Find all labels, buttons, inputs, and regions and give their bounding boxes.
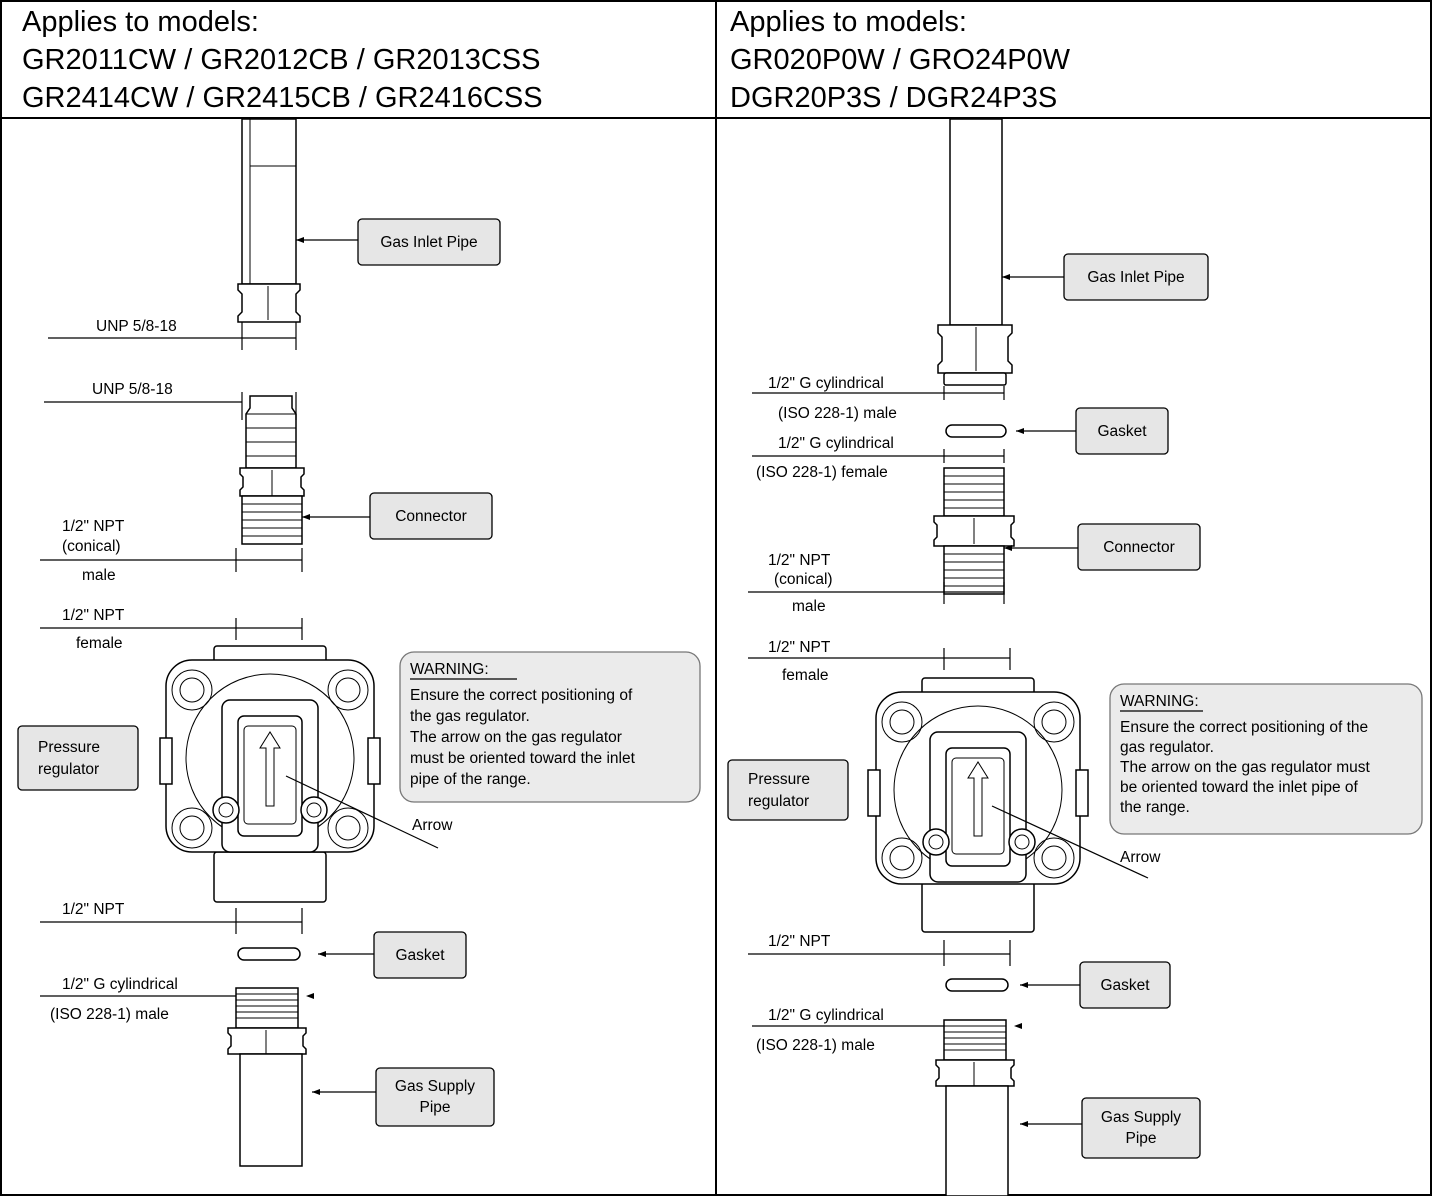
right-pressure-regulator-line1: Pressure — [748, 771, 810, 788]
left-header-line1: Applies to models: — [22, 6, 259, 38]
left-warning-line: must be oriented toward the inlet — [410, 750, 636, 767]
right-warning-box — [1109, 683, 1423, 835]
left-regulator — [159, 645, 381, 903]
left-gas-supply-pipe-label-box — [375, 1067, 495, 1127]
right-warning-title: WARNING: — [1120, 693, 1199, 710]
right-gcyl-top-line1: 1/2" G cylindrical — [768, 375, 884, 392]
left-arrow-label: Arrow — [412, 817, 453, 834]
left-gas-inlet-pipe-label: Gas Inlet Pipe — [380, 234, 477, 251]
left-pressure-regulator-line2: regulator — [38, 761, 99, 778]
left-warning-title: WARNING: — [410, 661, 489, 678]
right-gas-supply-pipe-line2: Pipe — [1125, 1130, 1156, 1147]
left-connector — [239, 395, 305, 545]
left-connector-label: Connector — [395, 508, 467, 525]
left-header-line2: GR2011CW / GR2012CB / GR2013CSS — [22, 44, 541, 76]
right-npt-male-line3: male — [792, 598, 826, 615]
right-gas-supply-pipe-line1: Gas Supply — [1101, 1109, 1181, 1126]
right-npt-bottom-label: 1/2" NPT — [768, 933, 831, 950]
left-gasket-label: Gasket — [395, 947, 445, 964]
left-gasket — [237, 947, 301, 961]
right-inlet-pipe — [937, 118, 1013, 386]
left-diagram: Gas Inlet Pipe UNP 5/8-18 UNP 5/8-18 — [17, 118, 701, 1167]
left-pressure-regulator-box — [17, 725, 139, 791]
left-unp-connector-label: UNP 5/8-18 — [92, 381, 173, 398]
left-npt-male-line1: 1/2" NPT — [62, 518, 125, 535]
right-supply-pipe — [935, 1019, 1015, 1196]
right-npt-male-line2: (conical) — [774, 571, 833, 588]
right-gcyl-line2: (ISO 228-1) male — [756, 1037, 875, 1054]
right-pressure-regulator-line2: regulator — [748, 793, 809, 810]
left-gas-inlet-pipe-label-box — [357, 218, 501, 266]
left-npt-male-line3: male — [82, 567, 116, 584]
right-gasket-top — [945, 424, 1007, 438]
right-connector-label: Connector — [1103, 539, 1175, 556]
right-header-line2: GR020P0W / GRO24P0W — [730, 44, 1071, 76]
left-warning-line: Ensure the correct positioning of — [410, 687, 633, 704]
right-gasket — [945, 978, 1009, 992]
right-warning-line: Ensure the correct positioning of the — [1120, 719, 1368, 736]
right-npt-male-line1: 1/2" NPT — [768, 552, 831, 569]
right-header-line1: Applies to models: — [730, 6, 967, 38]
left-gcyl-line1: 1/2" G cylindrical — [62, 976, 178, 993]
right-arrow-label: Arrow — [1120, 849, 1161, 866]
left-connector-label-box — [369, 492, 493, 540]
right-gas-supply-pipe-label-box — [1081, 1097, 1201, 1159]
left-npt-female-line1: 1/2" NPT — [62, 607, 125, 624]
left-gcyl-line2: (ISO 228-1) male — [50, 1006, 169, 1023]
right-gasket-label-box — [1079, 961, 1171, 1009]
left-warning-line: The arrow on the gas regulator — [410, 729, 622, 746]
right-warning-line: be oriented toward the inlet pipe of — [1120, 779, 1359, 796]
right-warning-line: gas regulator. — [1120, 739, 1214, 756]
right-connector-label-box — [1077, 523, 1201, 571]
right-warning-line: The arrow on the gas regulator must — [1120, 759, 1371, 776]
left-gasket-label-box — [373, 931, 467, 979]
left-gas-supply-pipe-line2: Pipe — [419, 1099, 450, 1116]
right-connector — [933, 467, 1015, 595]
right-diagram: Gas Inlet Pipe 1/2" G cylindrical (ISO 2… — [727, 118, 1423, 1196]
right-header-line3: DGR20P3S / DGR24P3S — [730, 82, 1058, 114]
left-unp-top-label: UNP 5/8-18 — [96, 318, 177, 335]
right-npt-female-line2: female — [782, 667, 829, 684]
right-regulator — [867, 677, 1089, 933]
right-gcyl-top-line4: (ISO 228-1) female — [756, 464, 888, 481]
left-npt-bottom-label: 1/2" NPT — [62, 901, 125, 918]
right-gcyl-top-line2: (ISO 228-1) male — [778, 405, 897, 422]
right-gas-inlet-pipe-label-box — [1063, 253, 1209, 301]
left-warning-line: the gas regulator. — [410, 708, 530, 725]
right-warning-line: the range. — [1120, 799, 1190, 816]
right-gasket-top-label: Gasket — [1097, 423, 1147, 440]
left-pressure-regulator-line1: Pressure — [38, 739, 100, 756]
left-gas-supply-pipe-line1: Gas Supply — [395, 1078, 475, 1095]
left-warning-line: pipe of the range. — [410, 771, 531, 788]
left-npt-female-line2: female — [76, 635, 123, 652]
right-npt-female-line1: 1/2" NPT — [768, 639, 831, 656]
left-inlet-pipe — [237, 118, 301, 323]
right-gasket-label: Gasket — [1100, 977, 1150, 994]
left-supply-pipe — [227, 987, 307, 1167]
right-gcyl-top-line3: 1/2" G cylindrical — [778, 435, 894, 452]
left-warning-box — [399, 651, 701, 803]
right-gcyl-line1: 1/2" G cylindrical — [768, 1007, 884, 1024]
right-gasket-top-label-box — [1075, 407, 1169, 455]
right-gas-inlet-pipe-label: Gas Inlet Pipe — [1087, 269, 1184, 286]
left-npt-male-line2: (conical) — [62, 538, 121, 555]
right-pressure-regulator-box — [727, 759, 849, 821]
left-header-line3: GR2414CW / GR2415CB / GR2416CSS — [22, 82, 543, 114]
